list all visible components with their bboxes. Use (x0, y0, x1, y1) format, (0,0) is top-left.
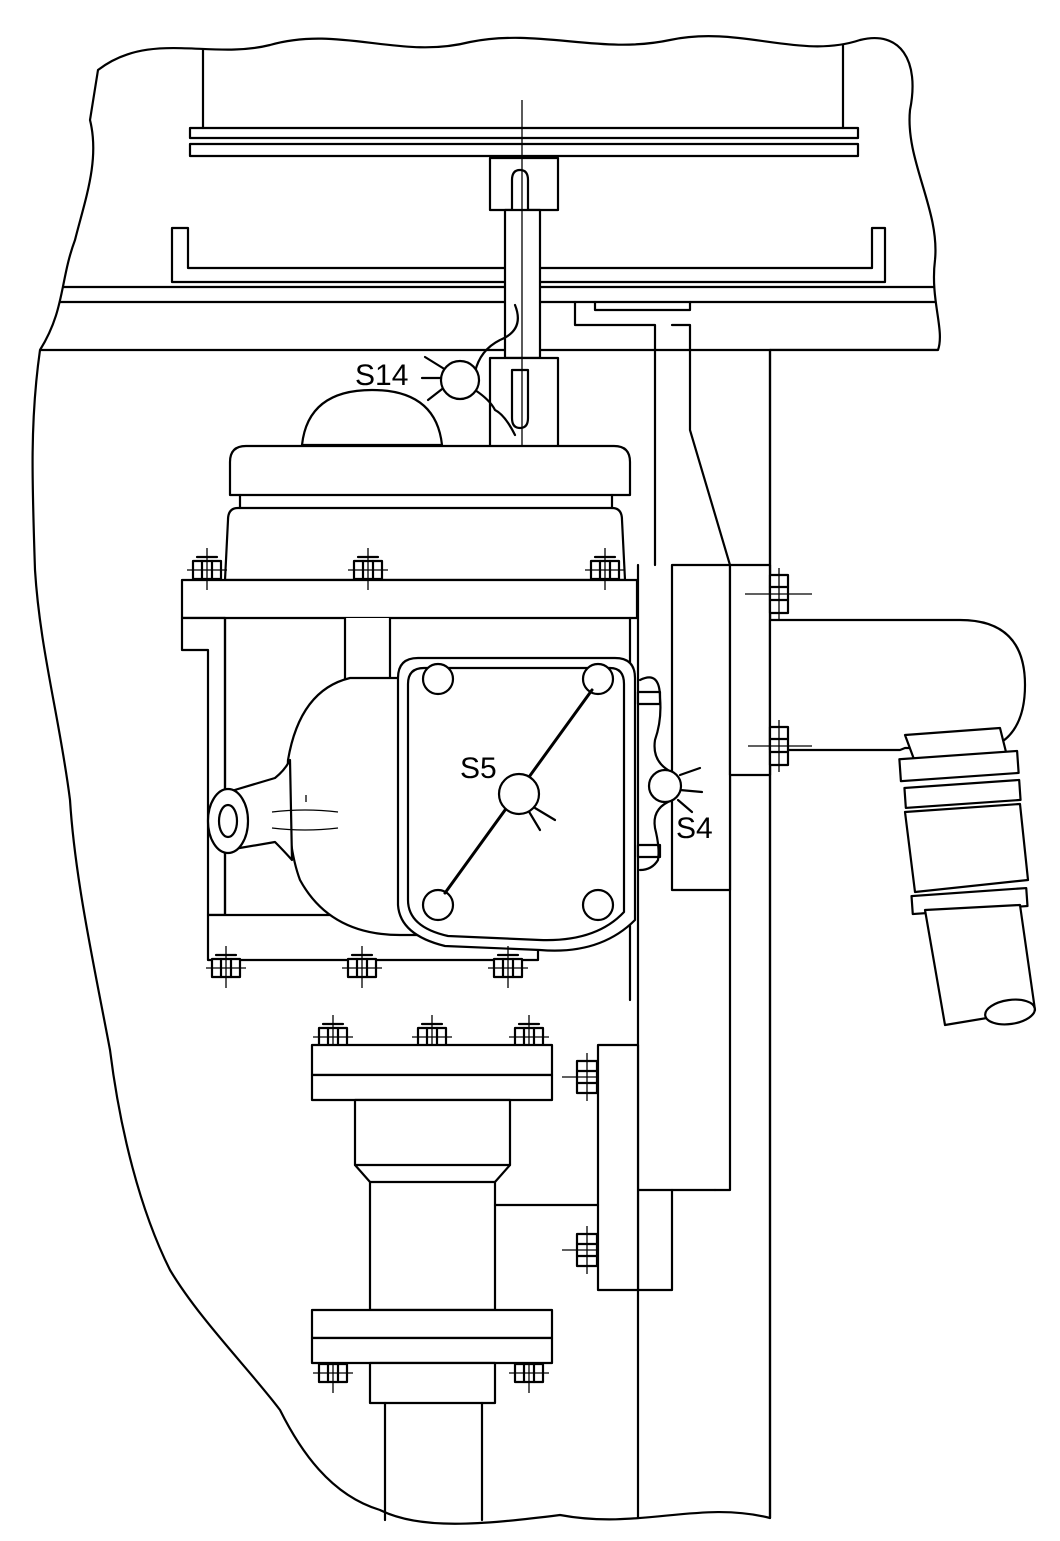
lower-spool (310, 1043, 640, 1522)
bolt (488, 946, 528, 988)
break-line-outline (31, 35, 941, 1525)
sensor-s4 (647, 766, 704, 814)
sensor-s5 (497, 772, 557, 832)
bolt (585, 548, 625, 590)
sensor-s4-wiring (636, 676, 670, 872)
elbow-pipe (768, 618, 1037, 1027)
bolt (342, 946, 382, 988)
sensor-s14 (420, 303, 519, 437)
upper-frame (38, 38, 940, 352)
bolt (509, 1015, 549, 1057)
bolt (348, 548, 388, 590)
bolt (187, 548, 227, 590)
label-s5: S5 (460, 752, 497, 785)
bracket-bolts (745, 568, 812, 772)
label-s4: S4 (676, 812, 713, 845)
bolt (206, 946, 246, 988)
label-s14: S14 (355, 359, 408, 392)
